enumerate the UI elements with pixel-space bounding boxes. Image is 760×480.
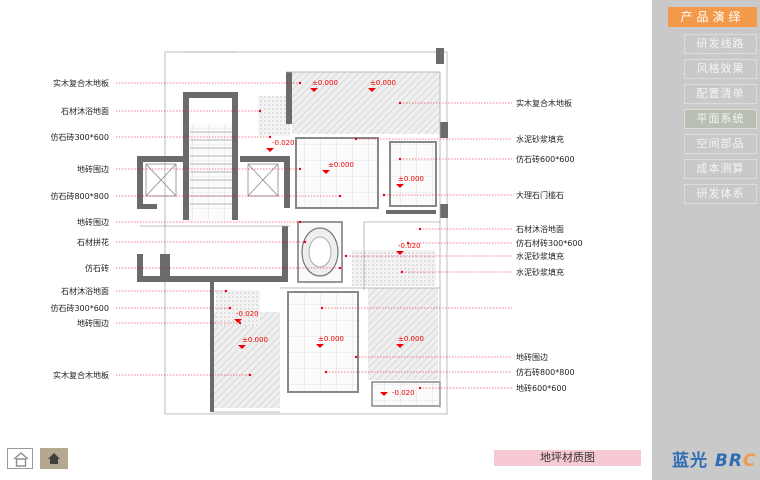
left-label: 石材拼花 [77,237,109,247]
right-label: 仿石砖600*600 [516,154,575,164]
left-label: 实木复合木地板 [53,370,109,380]
nav-item-plan-system[interactable]: 平面系统 [684,109,757,129]
right-label: 地砖600*600 [516,383,567,393]
tile-living-bottom [287,291,359,393]
tile-bath-top [258,96,290,136]
left-label: 仿石砖300*600 [50,303,109,313]
level-marker: -0.020 [236,310,259,318]
wood-floor-bottom-left [212,312,280,408]
house-icon [48,453,60,464]
nav-item-cost-calc[interactable]: 成本测算 [684,159,757,179]
floor-plan-diagram: ±0.000 ±0.000 -0.020 ±0.000 ±0.000 -0.02… [50,48,583,415]
back-button[interactable] [40,448,68,469]
nav-item-research-route[interactable]: 研发线路 [684,34,757,54]
sidebar: 产品演绎 研发线路 风格效果 配置清单 平面系统 空间部品 成本测算 研发体系 [652,0,760,480]
nav-item-config-list[interactable]: 配置清单 [684,84,757,104]
level-marker: -0.020 [272,139,295,147]
right-label: 仿石砖800*800 [516,367,575,377]
left-label: 仿石砖300*600 [50,132,109,142]
wood-floor-top-left [292,72,400,134]
right-label: 仿石材砖300*600 [516,238,583,248]
level-marker: ±0.000 [312,79,338,87]
left-label: 仿石砖 [85,263,109,273]
level-marker: -0.020 [392,389,415,397]
left-label: 地砖围边 [77,217,109,227]
left-label: 地砖围边 [77,318,109,328]
right-label: 地砖围边 [516,352,548,362]
right-label: 实木复合木地板 [516,98,572,108]
nav-item-research-system[interactable]: 研发体系 [684,184,757,204]
left-label: 石材沐浴地面 [61,106,109,116]
level-marker: ±0.000 [242,336,268,344]
unit-outline [164,51,448,415]
level-marker: ±0.000 [328,161,354,169]
nav-item-space-parts[interactable]: 空间部品 [684,134,757,154]
right-label: 石材沐浴地面 [516,224,564,234]
right-label: 水泥砂浆填充 [516,134,564,144]
brand-cn: 蓝光 [672,451,708,471]
brand-logo: 蓝光 BRC [672,446,756,471]
left-label: 地砖围边 [77,164,109,174]
tile-bedroom-right [389,141,437,207]
home-icon [13,452,29,467]
tile-living-top [295,137,379,209]
level-marker: ±0.000 [398,335,424,343]
level-marker: ±0.000 [370,79,396,87]
walls [137,48,448,412]
nav-header[interactable]: 产品演绎 [668,7,757,27]
right-label: 大理石门槛石 [516,190,564,200]
right-label: 水泥砂浆填充 [516,267,564,277]
left-label: 实木复合木地板 [53,78,109,88]
level-marker: ±0.000 [318,335,344,343]
left-label: 仿石砖800*800 [50,191,109,201]
wood-floor-bottom-right [368,288,438,380]
brand-en: BR [714,451,743,471]
brand-en-c: C [742,451,757,471]
home-button[interactable] [7,448,33,469]
nav-item-style-effect[interactable]: 风格效果 [684,59,757,79]
left-label: 石材沐浴地面 [61,286,109,296]
drawing-caption: 地坪材质图 [494,450,641,466]
right-label: 水泥砂浆填充 [516,251,564,261]
level-marker: ±0.000 [398,175,424,183]
tile-right-mid [352,250,436,286]
level-marker: -0.020 [398,242,421,250]
